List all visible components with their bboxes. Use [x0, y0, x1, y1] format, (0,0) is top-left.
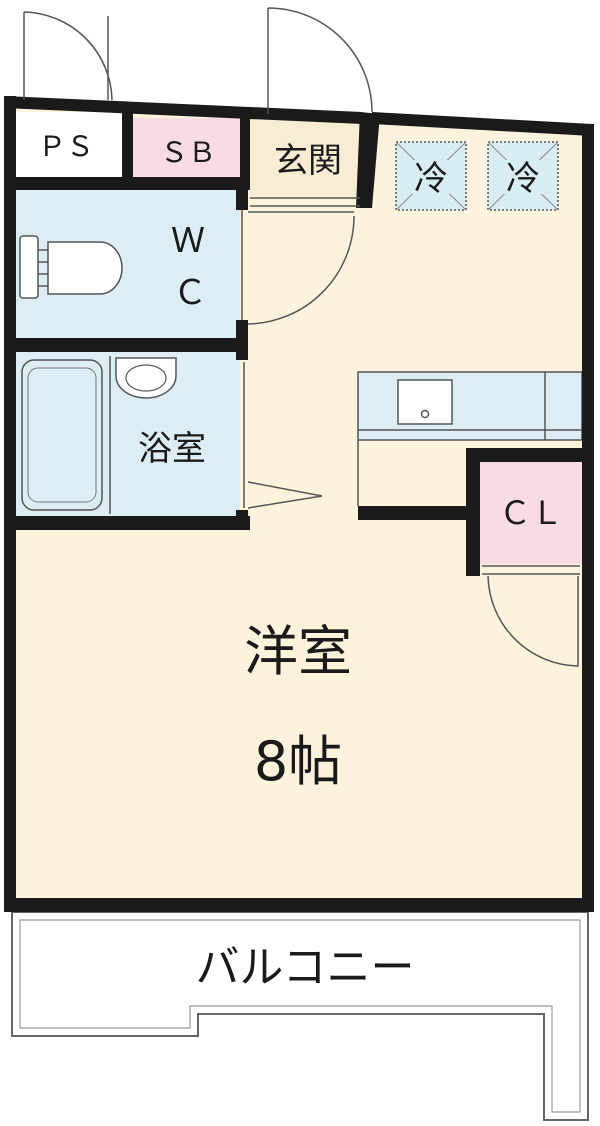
- balcony-area: [11, 911, 589, 1121]
- entrance-door-swing: [267, 7, 373, 114]
- bath-door-fold: [247, 481, 323, 509]
- wall-wc-right: [236, 182, 248, 210]
- main-room-label: 洋室: [244, 620, 352, 683]
- balcony-rail-inner: [19, 919, 581, 1113]
- main-room-size: 8帖: [254, 730, 342, 793]
- wall-sb-right: [240, 110, 250, 190]
- wc-label-w: Ｗ: [171, 221, 205, 261]
- sink-drain: [420, 409, 430, 419]
- ps-room: [14, 112, 122, 177]
- balcony-label: バルコニー: [195, 942, 414, 993]
- closet-room: [480, 462, 582, 564]
- wall-ps-sb: [122, 106, 133, 190]
- genkan-floor: [250, 118, 362, 196]
- fridge-space-1: [395, 141, 467, 211]
- wall-genkan-right: [356, 112, 380, 208]
- closet-door-swing: [487, 575, 579, 667]
- wc-door-swing: [247, 211, 355, 325]
- wall-bath-right-lower: [236, 510, 248, 530]
- bathtub-inner: [27, 367, 97, 503]
- fridge-label-2: 冷: [506, 159, 540, 199]
- wash-basin: [115, 357, 177, 399]
- ps-door-swing: [23, 11, 113, 101]
- wash-basin-bowl: [125, 364, 167, 392]
- toilet: [19, 235, 123, 299]
- bathtub: [21, 359, 103, 511]
- wall-top-right: [372, 112, 592, 136]
- wall-top: [4, 96, 362, 124]
- sb-room: [133, 118, 245, 182]
- fridge-label-1: 冷: [414, 159, 448, 199]
- wall-right: [582, 124, 594, 912]
- fridge-space-2: [487, 141, 559, 211]
- wall-kitchen-stub: [358, 506, 480, 520]
- sink: [397, 379, 453, 425]
- bath-label: 浴室: [138, 429, 206, 469]
- wall-closet-top: [466, 448, 594, 462]
- sb-label: ＳＢ: [160, 136, 216, 169]
- wall-wc-bath: [4, 338, 248, 352]
- wall-left: [4, 96, 16, 912]
- genkan-label: 玄関: [274, 141, 342, 181]
- wall-bottom: [4, 898, 594, 912]
- closet-label: ＣＬ: [499, 494, 563, 532]
- wc-label-c: Ｃ: [173, 273, 207, 313]
- wall-bath-bottom: [4, 516, 250, 530]
- ps-label: ＰＳ: [38, 130, 94, 163]
